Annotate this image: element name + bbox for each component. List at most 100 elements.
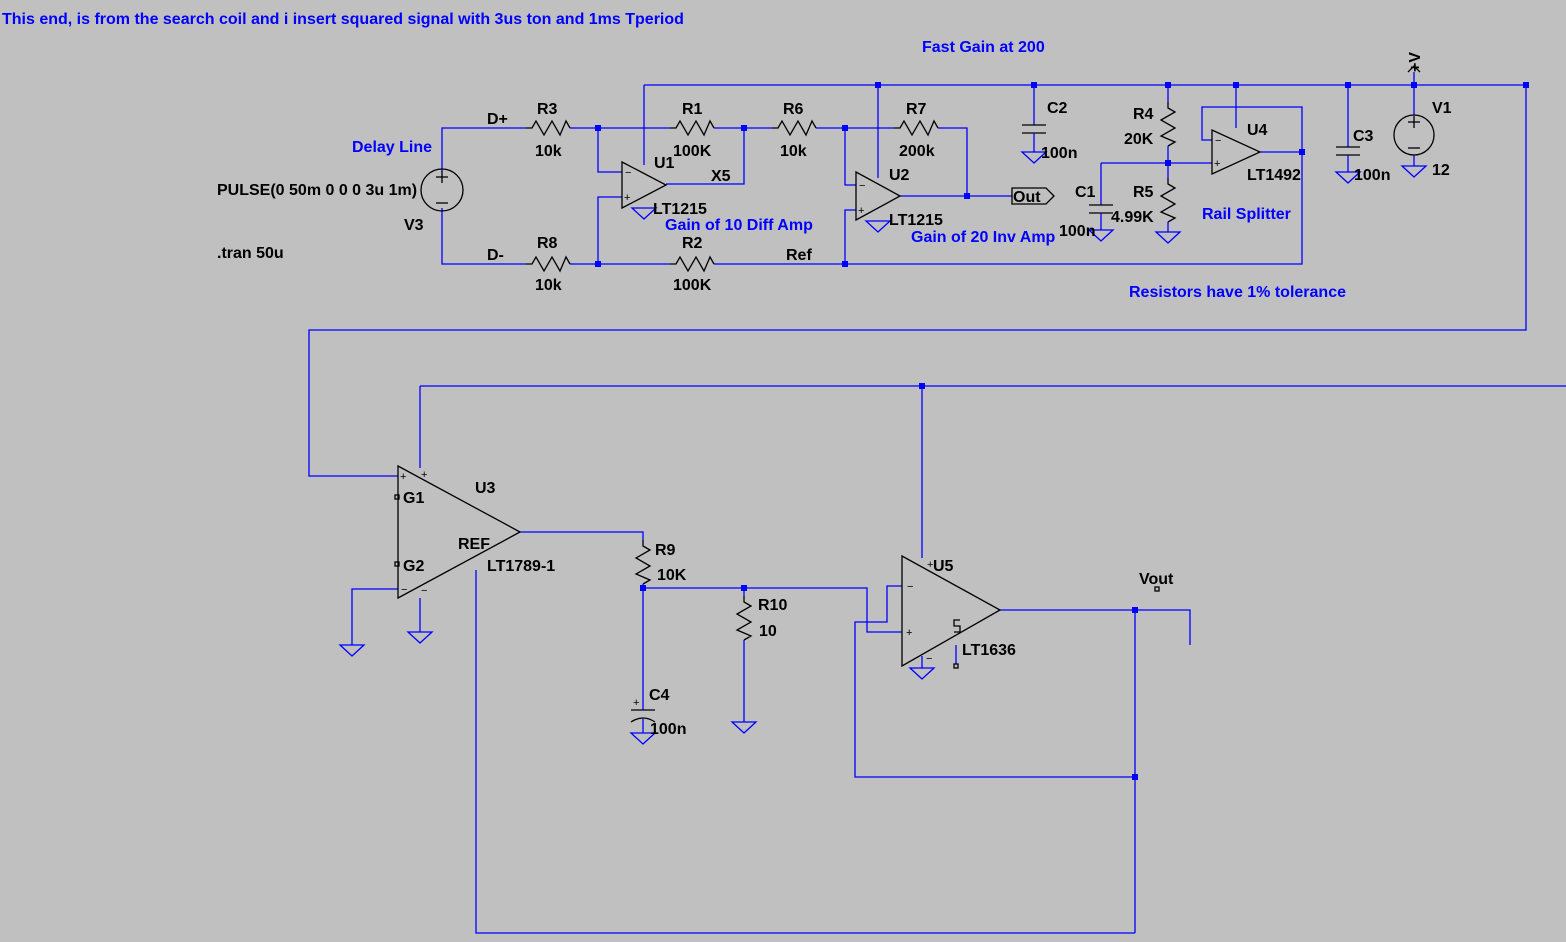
v3-name: V3 [404,217,424,234]
wire-r7-out[interactable] [938,127,968,196]
wire-u4-feedback[interactable] [1201,106,1303,152]
u5-shdn-mark [953,619,961,633]
opamp-u4-symbol[interactable] [1211,128,1262,176]
opamp-u3-symbol[interactable] [397,464,522,600]
wire-r2-ref[interactable] [714,151,1303,265]
v3-value[interactable]: PULSE(0 50m 0 0 0 3u 1m) [217,182,417,199]
net-dminus-label: D- [487,247,504,264]
opamp-u1-symbol[interactable] [621,160,668,210]
r1-name: R1 [682,101,703,118]
wire-u1-minus[interactable] [597,128,622,173]
r10-value[interactable]: 10 [759,623,777,640]
r7-value[interactable]: 200k [899,143,935,160]
ground-c2[interactable] [1020,151,1048,164]
r6-value[interactable]: 10k [780,143,807,160]
junction-dot [1165,82,1171,88]
capacitor-c1-symbol[interactable] [1089,204,1113,230]
resistor-r8-symbol[interactable] [526,255,571,273]
wire-dplus[interactable] [441,127,526,172]
ground-c3[interactable] [1334,171,1362,184]
net-vout-label[interactable]: Vout [1139,571,1174,588]
u2-name: U2 [889,167,910,184]
r9-value[interactable]: 10K [657,567,687,584]
r1-value[interactable]: 100K [673,143,712,160]
r8-value[interactable]: 10k [535,277,562,294]
u4-part[interactable]: LT1492 [1247,167,1301,184]
r5-value[interactable]: 4.99K [1111,209,1154,226]
ground-v1[interactable] [1400,165,1428,178]
u5-name: U5 [933,558,954,575]
junction-dot [964,193,970,199]
ground-u3-2[interactable] [406,631,434,644]
r4-value[interactable]: 20K [1124,131,1154,148]
c1-value[interactable]: 100n [1059,223,1095,240]
net-out-label[interactable]: Out [1013,189,1041,206]
net-flag-vplus[interactable] [1407,65,1421,73]
wire-u1-plus[interactable] [597,196,622,264]
u3-part[interactable]: LT1789-1 [487,558,555,575]
ground-c1[interactable] [1087,229,1115,242]
ground-u1[interactable] [630,207,658,220]
u5-part[interactable]: LT1636 [962,642,1016,659]
wire-u2-minus[interactable] [844,128,856,186]
voltage-source-v3[interactable] [420,168,464,212]
wire-u3-out[interactable] [520,531,644,540]
resistor-r10-symbol[interactable] [735,596,753,641]
u1-name: U1 [654,155,675,172]
junction-dot [1345,82,1351,88]
c2-value[interactable]: 100n [1041,145,1077,162]
wire-u3-gnd1[interactable] [351,588,398,645]
wire-node-u5[interactable] [643,587,902,633]
opamp-u5-symbol[interactable] [901,554,1002,668]
r2-name: R2 [682,235,703,252]
wire-dminus[interactable] [441,208,526,265]
ground-u5[interactable] [908,667,936,680]
net-flag-out[interactable] [1011,187,1055,205]
net-dplus-label: D+ [487,111,508,128]
wire-u5-out[interactable] [1000,609,1191,645]
junction-dot [595,261,601,267]
wire-u1-out[interactable] [666,128,745,185]
resistor-r7-symbol[interactable] [894,119,939,137]
delay-line-comment: Delay Line [352,139,432,156]
r8-name: R8 [537,235,558,252]
u2-pin-plus: + [858,205,864,217]
resistor-r3-symbol[interactable] [526,119,571,137]
resistor-r6-symbol[interactable] [772,119,817,137]
c4-value[interactable]: 100n [650,721,686,738]
u1-part[interactable]: LT1215 [653,201,707,218]
ground-r10[interactable] [730,721,758,734]
ground-r5[interactable] [1154,231,1182,244]
c3-value[interactable]: 100n [1354,167,1390,184]
ground-u2[interactable] [864,220,892,233]
voltage-source-v1[interactable] [1393,114,1435,156]
resistor-r9-symbol[interactable] [634,540,652,585]
capacitor-c3-symbol[interactable] [1336,146,1360,172]
capacitor-c4-symbol[interactable]: + [630,697,656,733]
resistor-r4-symbol[interactable] [1159,102,1177,147]
resistor-r1-symbol[interactable] [670,119,715,137]
r2-value[interactable]: 100K [673,277,712,294]
opamp-u2-symbol[interactable] [855,170,902,222]
source-circle [1393,114,1435,156]
vout-terminal[interactable] [1154,586,1160,592]
r3-value[interactable]: 10k [535,143,562,160]
resistor-r5-symbol[interactable] [1159,178,1177,223]
wire-u5-feedback[interactable] [854,585,1136,778]
wire-rail-down-right[interactable] [308,85,1527,477]
v1-value[interactable]: 12 [1432,162,1450,179]
junction-dot [1233,82,1239,88]
u3-name: U3 [475,480,496,497]
u3-pin-g1: G1 [403,490,424,507]
capacitor-c2-symbol[interactable] [1022,124,1046,152]
wire-u2-plus[interactable] [844,209,856,264]
resistor-r2-symbol[interactable] [670,255,715,273]
wire-u3-ref[interactable] [475,570,1135,934]
ground-u3-1[interactable] [338,644,366,657]
u2-part[interactable]: LT1215 [889,212,943,229]
tran-directive[interactable]: .tran 50u [217,245,284,262]
capacitor-plate-curved [630,717,656,723]
ground-c4[interactable] [629,732,657,745]
